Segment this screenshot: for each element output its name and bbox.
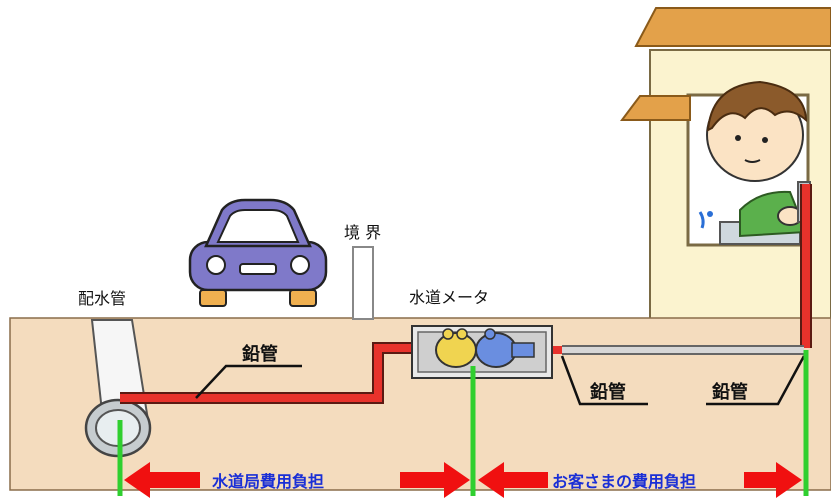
lead-pipe-label-1: 鉛管 <box>242 343 278 365</box>
boundary-label: 境 界 <box>344 223 381 242</box>
water-meter-icon <box>411 325 553 379</box>
callout-lines <box>195 355 806 406</box>
water-meter-label: 水道メータ <box>409 288 489 307</box>
lead-pipe-label-3: 鉛管 <box>712 381 748 403</box>
boundary-post <box>352 246 374 320</box>
distribution-pipe-label: 配水管 <box>78 289 126 308</box>
green-markers <box>117 350 809 496</box>
lead-pipe-label-2: 鉛管 <box>590 381 626 403</box>
cost-arrows <box>124 462 802 498</box>
car-icon <box>188 198 328 307</box>
customer-cost-label: お客さまの費用負担 <box>552 472 696 491</box>
service-pipe-red <box>120 184 812 404</box>
person-icon <box>706 80 808 238</box>
bureau-cost-label: 水道局費用負担 <box>212 472 324 491</box>
